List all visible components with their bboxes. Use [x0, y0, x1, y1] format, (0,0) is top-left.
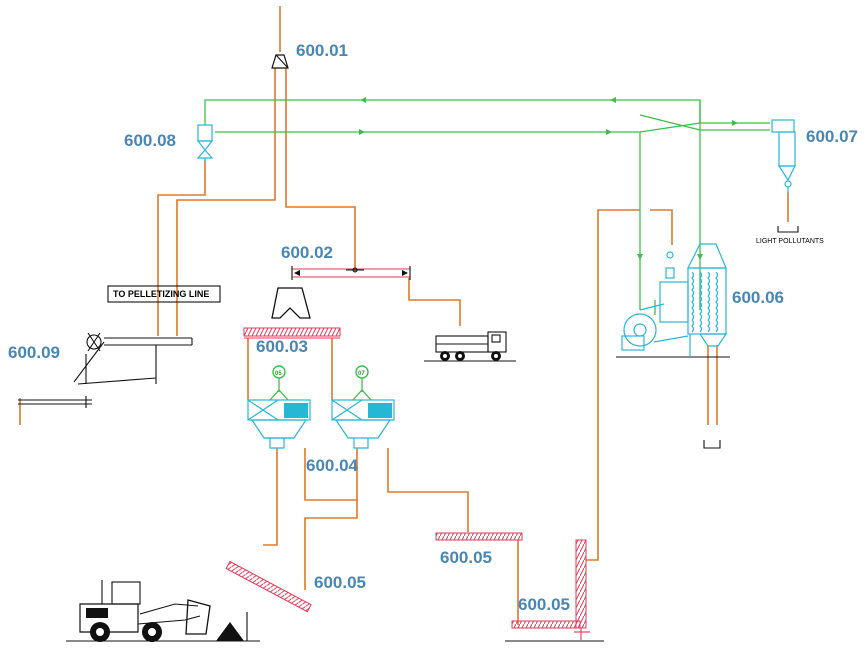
filter-600-08: 600.08: [124, 124, 214, 162]
bucket-elevator-600-05: 600.05: [505, 539, 604, 642]
screw-conveyor-600-03: 600.03: [243, 287, 341, 356]
light-pollutants-label: LIGHT POLLUTANTS: [756, 238, 824, 245]
dump-truck: [424, 331, 516, 362]
label-600-04: 600.04: [306, 456, 359, 475]
wheel-loader: [66, 580, 260, 642]
screw-conveyor-mid-600-05: 600.05: [435, 532, 523, 567]
to-pelletizing-label: TO PELLETIZING LINE: [113, 289, 209, 299]
label-600-01: 600.01: [296, 41, 348, 60]
hoppers-600-04: 600.04: [247, 399, 395, 475]
hopper-fans: 05 07: [269, 365, 372, 401]
label-600-07: 600.07: [806, 127, 858, 146]
cyclone-600-07: 600.07 LIGHT POLLUTANTS: [756, 119, 858, 245]
belt-conveyor-600-02: 600.02: [281, 243, 411, 280]
label-600-08: 600.08: [124, 131, 176, 150]
crusher-600-01: 600.01: [271, 41, 348, 69]
screw-conveyor-left-600-05: 600.05: [225, 560, 366, 613]
label-600-05-elevator: 600.05: [518, 595, 570, 614]
air-flow-lines: [204, 97, 770, 315]
label-600-05-mid: 600.05: [440, 548, 492, 567]
label-600-02: 600.02: [281, 243, 333, 262]
tower-600-06: 600.06: [616, 243, 784, 449]
label-600-06: 600.06: [732, 288, 784, 307]
label-600-09: 600.09: [8, 343, 60, 362]
pelletizer-600-09: TO PELLETIZING LINE 600.09: [8, 285, 221, 408]
fan-05-label: 05: [275, 371, 282, 377]
solids-flow-lines: [19, 6, 789, 625]
label-600-05-left: 600.05: [314, 573, 366, 592]
fan-07-label: 07: [358, 371, 365, 377]
label-600-03: 600.03: [256, 337, 308, 356]
